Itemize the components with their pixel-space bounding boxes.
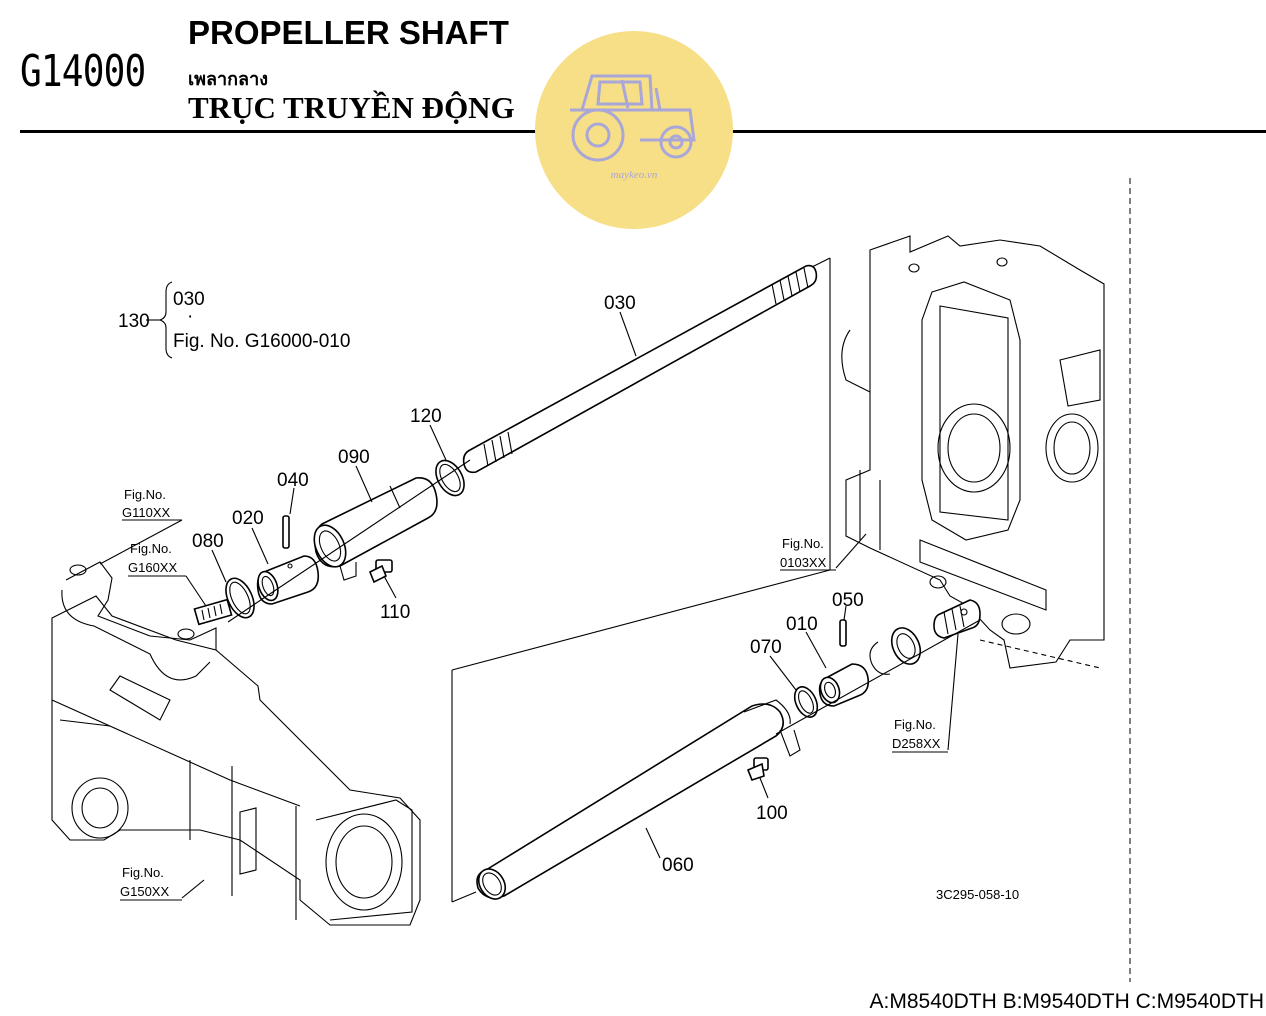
- group-note: 130 030 · Fig. No. G16000-010: [118, 281, 350, 359]
- label-080: 080: [192, 531, 224, 552]
- pin-040-drawing: [282, 515, 290, 549]
- right-axis-line: [775, 619, 981, 735]
- fig-ref-0103-code: 0103XX: [780, 555, 827, 570]
- o-ring-070: [793, 686, 819, 718]
- bolt-100-drawing: [746, 757, 769, 781]
- fig-ref-d258-code: D258XX: [892, 736, 941, 751]
- tractor-icon: [570, 74, 696, 162]
- fig-ref-g110-code: G110XX: [122, 505, 171, 520]
- diagram-code: G14000: [20, 46, 146, 97]
- svg-text:Fig.No.: Fig.No.: [130, 541, 172, 556]
- left-axis-line: [227, 459, 471, 623]
- leader-lines: [99, 311, 959, 899]
- group-number: 130: [118, 311, 150, 332]
- title-english: PROPELLER SHAFT: [188, 14, 509, 51]
- svg-text:Fig.No.: Fig.No.: [894, 717, 936, 732]
- sleeve-090-drawing: [313, 477, 438, 581]
- fig-ref-g150: Fig.No. G150XX: [120, 865, 182, 901]
- front-pinion-spline: [193, 598, 233, 626]
- transmission-case: [841, 235, 1105, 669]
- svg-text:Fig.No.: Fig.No.: [124, 487, 166, 502]
- label-030: 030: [604, 293, 636, 314]
- group-item: 030: [173, 289, 205, 310]
- title-thai: เพลากลาง: [188, 69, 268, 89]
- coupling-020-drawing: [256, 555, 320, 605]
- fig-ref-g160: Fig.No. G160XX: [128, 541, 186, 577]
- bolt-110-drawing: [368, 559, 393, 584]
- label-090: 090: [338, 447, 370, 468]
- fig-ref-g150-code: G150XX: [120, 884, 169, 899]
- fig-ref-d258: Fig.No. D258XX: [892, 717, 948, 753]
- drawing-id: 3C295-058-10: [936, 887, 1019, 902]
- label-010: 010: [786, 614, 818, 635]
- svg-text:Fig.No.: Fig.No.: [122, 865, 164, 880]
- label-120: 120: [410, 406, 442, 427]
- group-dot: ·: [187, 306, 193, 327]
- coupling-010-drawing: [818, 663, 870, 707]
- front-axle-housing: [51, 561, 421, 926]
- label-100: 100: [756, 803, 788, 824]
- fig-ref-0103: Fig.No. 0103XX: [780, 536, 836, 571]
- label-040: 040: [277, 470, 309, 491]
- tube-060-drawing: [476, 699, 801, 900]
- label-110: 110: [380, 602, 410, 623]
- pin-050-drawing: [839, 619, 847, 647]
- bearing-and-snap-ring: [869, 627, 922, 675]
- rear-output-spline: [933, 599, 981, 639]
- svg-text:Fig.No.: Fig.No.: [782, 536, 824, 551]
- label-050: 050: [832, 590, 864, 611]
- shaft-envelope-lines: [451, 257, 831, 903]
- label-070: 070: [750, 637, 782, 658]
- watermark-logo: maykeo.vn: [535, 31, 733, 229]
- watermark-text: maykeo.vn: [611, 169, 658, 181]
- model-applicability: A:M8540DTH B:M9540DTH C:M9540DTH: [869, 990, 1264, 1013]
- o-ring-080: [225, 577, 255, 619]
- shaft-030-drawing: [462, 264, 818, 474]
- fig-ref-g110: Fig.No. G110XX: [122, 487, 182, 521]
- label-020: 020: [232, 508, 264, 529]
- label-060: 060: [662, 855, 694, 876]
- title-vietnamese: TRỤC TRUYỀN ĐỘNG: [188, 90, 515, 125]
- group-ref: Fig. No. G16000-010: [173, 331, 350, 352]
- fig-ref-g160-code: G160XX: [128, 560, 177, 575]
